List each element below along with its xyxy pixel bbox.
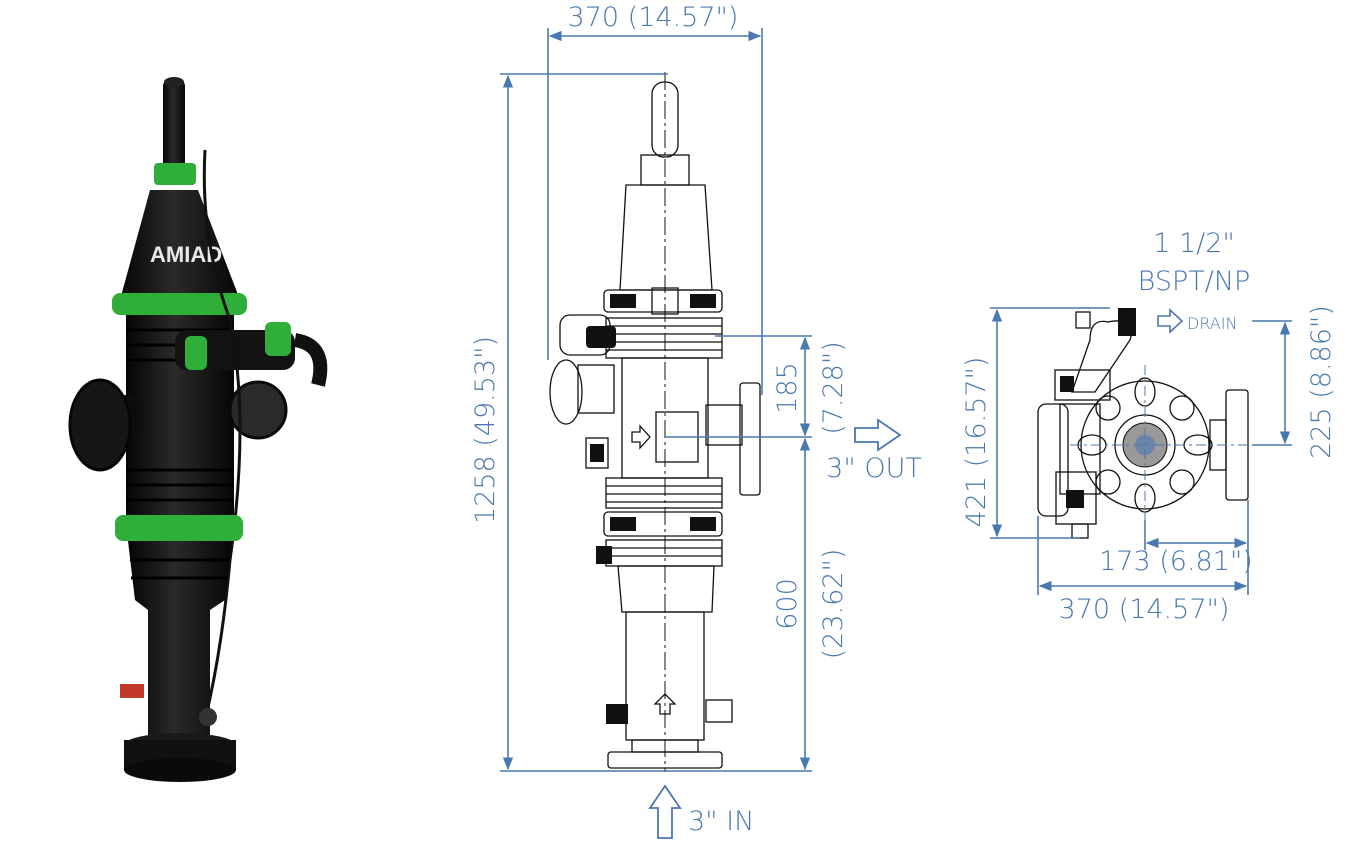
center-offset-dimension: 173 (6.81") xyxy=(1099,546,1253,577)
upper-cone xyxy=(120,190,240,300)
top-stem xyxy=(163,80,185,175)
drain-size-label-a: 1 1/2" xyxy=(1153,228,1235,259)
outlet-height-dimension-mm: 185 xyxy=(772,362,803,414)
front-height-dimension: 1258 (49.53") xyxy=(470,336,501,524)
drain-size-label-b: BSPT/NP xyxy=(1138,266,1251,297)
control-tube xyxy=(202,149,242,721)
outlet-label: 3" OUT xyxy=(826,453,922,484)
top-depth-dimension: 421 (16.57") xyxy=(961,357,992,528)
outlet-height-dimension-in: (7.28") xyxy=(818,341,849,435)
controller-dial xyxy=(228,380,288,440)
top-view-drawing xyxy=(1037,308,1260,539)
inlet-label: 3" IN xyxy=(688,806,754,837)
outlet-arrow-icon xyxy=(854,418,902,452)
upper-green-ring xyxy=(112,293,247,315)
front-view-drawing xyxy=(549,72,761,772)
lower-body xyxy=(128,541,232,735)
outlet-flange xyxy=(68,378,132,472)
top-green-collar xyxy=(154,163,196,185)
base-height-dimension-in: (23.62") xyxy=(818,549,849,660)
product-photo: AMIAD xyxy=(68,77,328,782)
top-width-dimension: 370 (14.57") xyxy=(1059,594,1230,625)
drain-label: DRAIN xyxy=(1187,314,1237,333)
front-view-dimensions: 370 (14.57") 1258 (49.53") 185 (7.28") 6… xyxy=(470,2,922,839)
top-view-dimensions: 1 1/2" BSPT/NP DRAIN 421 (16.57") 225 (8… xyxy=(961,228,1337,625)
drain-offset-dimension: 225 (8.86") xyxy=(1306,305,1337,459)
lower-green-ring xyxy=(115,515,243,541)
base-height-dimension-mm: 600 xyxy=(772,578,803,630)
front-width-dimension: 370 (14.57") xyxy=(568,2,739,33)
inlet-arrow-icon xyxy=(648,784,682,839)
drain-arrow-icon xyxy=(1157,308,1184,334)
